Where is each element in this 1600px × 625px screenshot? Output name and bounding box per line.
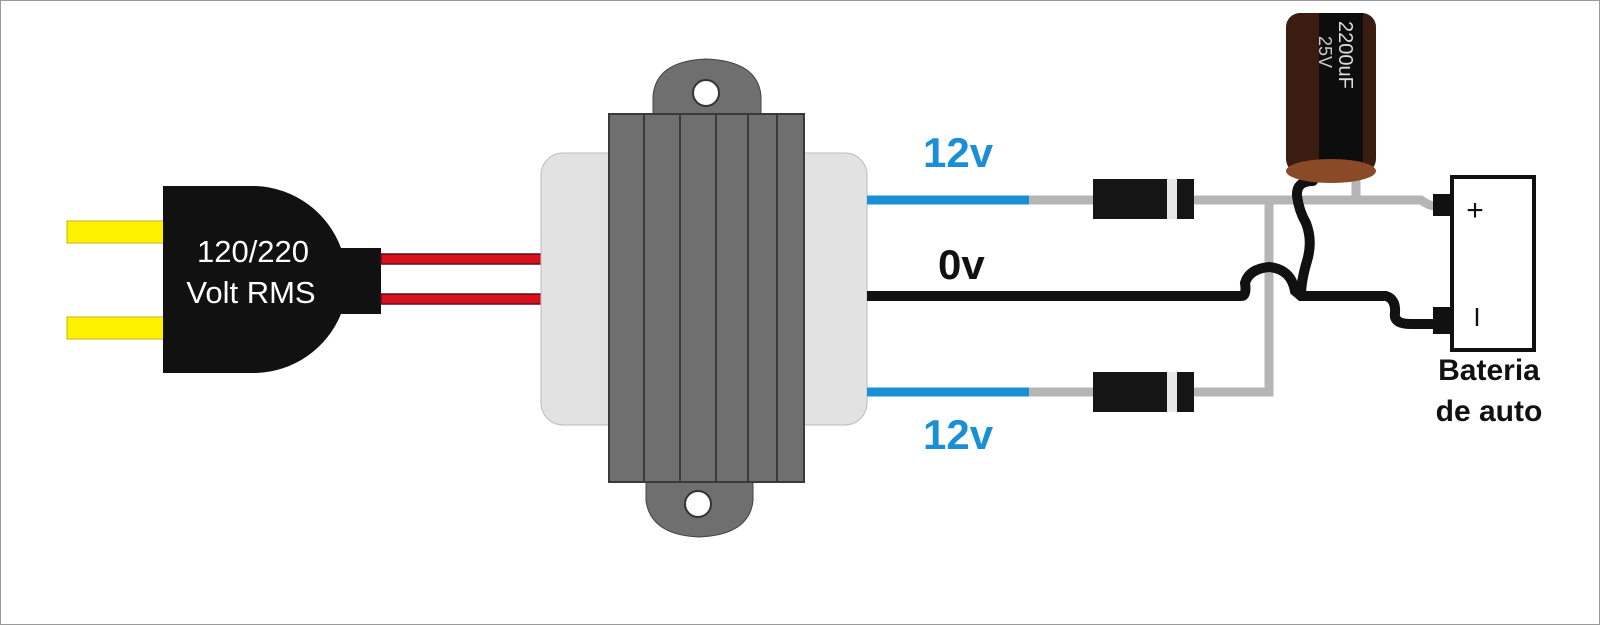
plug-voltage-label: 120/220 (197, 234, 309, 269)
primary-wires (380, 253, 544, 305)
plug-body (163, 186, 381, 373)
mount-hole-top (692, 79, 720, 107)
output-center-voltage-label: 0v (938, 241, 985, 288)
capacitor: 2200uF 25V (1286, 13, 1376, 183)
battery-label-line1: Bateria (1438, 354, 1540, 387)
diode-bottom (1093, 372, 1194, 412)
capacitor-voltage: 25V (1315, 36, 1335, 68)
output-bottom-voltage-label: 12v (923, 411, 994, 458)
diode-top (1093, 179, 1194, 219)
capacitor-capacitance: 2200uF (1334, 21, 1356, 89)
battery-label-line2: de auto (1436, 395, 1543, 428)
car-battery: + I Bateria de auto (1433, 175, 1543, 428)
output-top-voltage-label: 12v (923, 129, 994, 176)
plug-rms-label: Volt RMS (186, 275, 315, 310)
battery-plus-sign: + (1466, 194, 1484, 227)
terminal-negative (1433, 307, 1451, 334)
transformer-core (608, 113, 805, 483)
terminal-positive (1433, 194, 1451, 216)
plug-prong-top (66, 220, 166, 244)
mount-hole-bottom (684, 490, 712, 518)
ac-plug: 120/220 Volt RMS (66, 186, 381, 373)
battery-minus-sign: I (1473, 302, 1480, 332)
plug-prong-bottom (66, 316, 166, 340)
transformer (540, 58, 868, 538)
